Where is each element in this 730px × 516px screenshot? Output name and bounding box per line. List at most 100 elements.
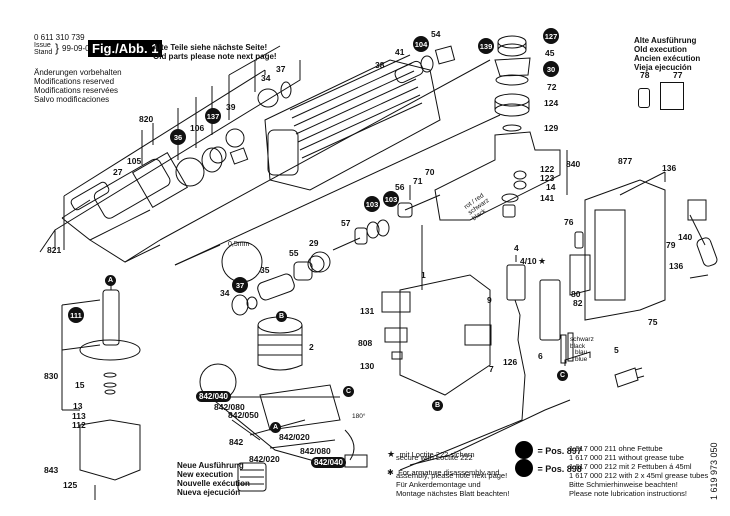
pos-898-label: = Pos. 898 — [537, 464, 582, 475]
part-label: 113 — [72, 411, 86, 421]
part-label: 842/020 — [279, 432, 310, 442]
part-label: 842/080 — [214, 402, 245, 412]
part-label: 131 — [360, 306, 375, 316]
loctite-star-icon: ★ — [538, 256, 547, 266]
wire-color-labels-switch: schwarz black blau blue — [570, 336, 594, 363]
old-parts-note-en: Old parts please note next page! — [153, 52, 277, 61]
grease-pos-898: = Pos. 898 — [515, 459, 582, 477]
part-callout-pill: 842/040 — [196, 391, 231, 402]
part-label: 136 — [662, 163, 677, 173]
part-label: 821 — [47, 245, 62, 255]
part-label: 129 — [544, 123, 559, 133]
pos-897-de: 1 617 000 211 ohne Fettube — [569, 444, 663, 453]
old-parts-note-de: Alte Teile siehe nächste Seite! — [153, 43, 268, 52]
part-label: 54 — [431, 29, 441, 39]
old-part-77-drawing — [660, 82, 684, 110]
part-label: 820 — [139, 114, 154, 124]
part-label: 126 — [503, 357, 518, 367]
part-label: 105 — [127, 156, 142, 166]
part-label: 808 — [358, 338, 373, 348]
part-label: 842 — [229, 437, 244, 447]
part-callout-circle: 139 — [478, 38, 494, 54]
part-label: 27 — [113, 167, 123, 177]
pos-897-label: = Pos. 897 — [537, 446, 582, 457]
part-label: 840 — [566, 159, 581, 169]
lubrication-note-en: Please note lubrication instructions! — [569, 489, 687, 498]
pos-898-en: 1 617 000 212 with 2 x 45ml grease tubes — [569, 471, 709, 480]
loctite-note-en: secure with Loctite 222 — [396, 453, 473, 462]
loctite-note: ★ mit Loctite 222 sichern — [387, 444, 475, 462]
armature-note-en-2: assembly, please note next page! — [396, 471, 508, 480]
part-label: 1 — [421, 270, 426, 280]
figure-label: Fig./Abb. 1 — [88, 40, 163, 57]
part-label: 57 — [341, 218, 351, 228]
wire-label-blau: blau — [575, 349, 588, 356]
part-label: 80 — [571, 289, 581, 299]
part-label: 843 — [44, 465, 59, 475]
part-number: 0 611 310 739 — [34, 33, 85, 42]
connection-marker-c: C — [557, 370, 568, 381]
part-label: 830 — [44, 371, 59, 381]
pos-898-de: 1 617 000 212 mit 2 Fettuben á 45ml — [569, 462, 692, 471]
part-label: 125 — [63, 480, 78, 490]
part-callout-pill: 842/040 — [311, 457, 346, 468]
part-label: 842/050 — [228, 410, 259, 420]
part-label: 70 — [425, 167, 435, 177]
part-label: 7 — [489, 364, 494, 374]
stand-label: Stand — [34, 49, 53, 56]
part-label: 124 — [544, 98, 559, 108]
part-label: 842/020 — [249, 454, 280, 464]
issue-date: 99-09-02 — [62, 44, 95, 53]
part-label: 39 — [226, 102, 236, 112]
armature-asterisk-icon: ✱ — [387, 468, 394, 477]
part-label: 140 — [678, 232, 693, 242]
old-execution-line: Vieja ejecución — [634, 63, 692, 72]
modification-line: Änderungen vorbehalten — [34, 68, 122, 77]
modification-line: Salvo modificaciones — [34, 95, 110, 104]
part-callout-circle: 30 — [543, 61, 559, 77]
part-label: 877 — [618, 156, 633, 166]
part-label: 55 — [289, 248, 299, 258]
part-label: 9 — [487, 295, 492, 305]
pos-897-en: 1 617 000 211 without grease tube — [569, 453, 684, 462]
loctite-note-de: mit Loctite 222 sichern — [399, 450, 475, 459]
loctite-star-icon: ★ — [387, 449, 396, 459]
lubrication-note-de: Bitte Schmierhinweise beachten! — [569, 480, 678, 489]
part-label: 71 — [413, 176, 423, 186]
part-callout-circle: 103 — [383, 191, 399, 207]
part-callout-circle: 103 — [364, 196, 380, 212]
part-label: 6 — [538, 351, 543, 361]
drawing-number: 1 619 973 050 — [709, 442, 719, 500]
modifications-notice: Änderungen vorbehalten Modifications res… — [34, 68, 122, 104]
part-label: 37 — [276, 64, 286, 74]
part-label: 123 — [540, 173, 555, 183]
old-execution-line: Old execution — [634, 45, 687, 54]
old-part-77-label: 77 — [673, 70, 683, 80]
part-label: 82 — [573, 298, 583, 308]
part-label: 29 — [309, 238, 319, 248]
issue-stand-block: Issue Stand — [34, 42, 52, 57]
grease-dot-icon — [515, 441, 533, 459]
part-label: 45 — [545, 48, 555, 58]
armature-note: ✱ For armature disassembly and — [387, 462, 499, 480]
wire-label-blue: blue — [575, 355, 588, 363]
part-label: 2 — [309, 342, 314, 352]
part-label: 75 — [648, 317, 658, 327]
part-callout-circle: 104 — [413, 36, 429, 52]
part-label: 4 — [514, 243, 519, 253]
part-label: 122 — [540, 164, 555, 174]
part-label: 38 — [375, 60, 385, 70]
part-label: 15 — [75, 380, 85, 390]
part-label: 79 — [666, 240, 676, 250]
part-label: 112 — [72, 420, 86, 430]
part-label: 130 — [360, 361, 375, 371]
old-part-78-label: 78 — [640, 70, 650, 80]
new-execution-line: New execution — [177, 470, 234, 479]
part-label: 141 — [540, 193, 555, 203]
connection-marker-c: C — [343, 386, 354, 397]
connection-marker-a: A — [105, 275, 116, 286]
part-label: 106 — [190, 123, 205, 133]
new-execution-line: Nouvelle exécution — [177, 479, 250, 488]
armature-note-en-1: For armature disassembly and — [398, 468, 500, 477]
